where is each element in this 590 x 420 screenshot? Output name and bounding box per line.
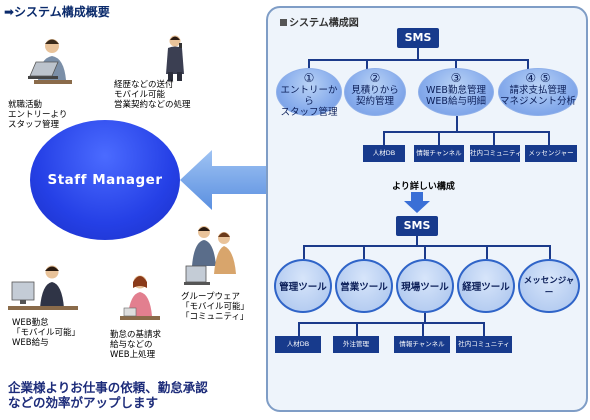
person-desk-illustration <box>8 265 78 310</box>
callout-groupware-line-1: グループウェア <box>181 292 240 302</box>
panel-title-text: システム構成図 <box>289 18 359 29</box>
callout-groupware-line-3: 「コミュニティ」 <box>181 312 249 322</box>
callout-web-attendance-line-1: WEB勤怠 <box>12 318 49 328</box>
connector-line <box>456 116 458 132</box>
module-info-channel-top: 情報チャンネル <box>414 145 464 162</box>
connector-line <box>417 48 419 60</box>
module-info-channel-bottom: 情報チャンネル <box>394 336 450 353</box>
bottom-message: 企業様よりお仕事の依頼、勤怠承認 などの効率がアップします <box>8 380 208 410</box>
function-4-5-line-2: マネジメント分析 <box>499 96 576 107</box>
connector-line <box>424 313 426 323</box>
function-node-3: ③ WEB勤怠管理 WEB給与明細 <box>418 68 494 116</box>
callout-entry-line-1: 就職活動 <box>8 100 43 110</box>
sms-top-box: SMS <box>397 28 439 48</box>
function-node-2: ② 見積りから 契約管理 <box>344 68 406 116</box>
staff-manager-label: Staff Manager <box>47 172 163 188</box>
group-meeting-illustration <box>184 226 236 285</box>
person-desk-woman-illustration <box>120 275 160 320</box>
connector-line <box>298 322 484 324</box>
square-bullet-icon <box>280 19 287 26</box>
function-1-line-1: エントリーから <box>280 85 338 107</box>
connector-line <box>483 322 485 336</box>
callout-web-attendance-line-2: 「モバイル可能」 <box>12 328 81 338</box>
function-node-1: ① エントリーから スタッフ管理 <box>276 68 342 118</box>
connector-line <box>363 245 365 259</box>
bottom-message-line-2: などの効率がアップします <box>8 395 159 410</box>
callout-entry: 就職活動 エントリーより スタッフ管理 <box>8 100 67 130</box>
module-outsourcing: 外注管理 <box>333 336 379 353</box>
connector-line <box>455 59 457 69</box>
callout-entry-line-3: スタッフ管理 <box>8 120 60 130</box>
tool-accounting: 経理ツール <box>457 259 515 313</box>
connector-line <box>493 131 495 145</box>
connector-line <box>383 131 549 133</box>
callout-web-attendance-line-3: WEB給与 <box>12 338 49 348</box>
function-2-line-2: 契約管理 <box>355 96 394 107</box>
person-laptop-illustration <box>28 39 72 84</box>
connector-line <box>486 245 488 259</box>
function-node-4-5: ④ ⑤ 請求支払管理 マネジメント分析 <box>498 68 578 116</box>
connector-line <box>298 322 300 336</box>
module-messenger-top: メッセンジャー <box>525 145 577 162</box>
connector-line <box>549 245 551 259</box>
connector-line <box>356 322 358 336</box>
tool-sales: 営業ツール <box>335 259 393 313</box>
connector-line <box>308 59 528 61</box>
panel-title: システム構成図 <box>280 14 359 29</box>
callout-billing-line-3: WEB上処理 <box>110 350 156 360</box>
tool-management: 管理ツール <box>274 259 332 313</box>
function-3-number: ③ <box>450 71 462 85</box>
connector-line <box>308 59 310 69</box>
module-community-bottom: 社内コミュニティ <box>456 336 512 353</box>
callout-billing-line-1: 勤怠の基請求 <box>110 330 162 340</box>
staff-manager-hub: Staff Manager <box>30 120 180 240</box>
connector-line <box>422 322 424 336</box>
connector-line <box>416 236 418 246</box>
sms-bottom-box: SMS <box>396 216 438 236</box>
function-3-line-2: WEB給与明細 <box>426 96 486 107</box>
callout-groupware-line-2: 「モバイル可能」 <box>181 302 250 312</box>
function-4-5-number: ④ ⑤ <box>525 71 551 85</box>
callout-groupware: グループウェア 「モバイル可能」 「コミュニティ」 <box>181 292 249 322</box>
connector-line <box>303 245 305 259</box>
connector-line <box>383 131 385 145</box>
connector-line <box>527 59 529 69</box>
connector-line <box>438 131 440 145</box>
tool-messenger: メッセンジャー <box>518 259 580 313</box>
down-arrow-icon <box>404 192 430 213</box>
function-2-number: ② <box>369 71 381 85</box>
tool-field: 現場ツール <box>396 259 454 313</box>
callout-entry-line-2: エントリーより <box>8 110 68 120</box>
connector-line <box>424 245 426 259</box>
module-hr-db-bottom: 人材DB <box>275 336 321 353</box>
page-title: ➡システム構成概要 <box>4 5 110 19</box>
function-1-line-2: スタッフ管理 <box>280 107 338 118</box>
connector-line <box>303 245 551 247</box>
detail-label: より詳しい構成 <box>392 182 455 192</box>
function-2-line-1: 見積りから <box>351 85 399 96</box>
callout-billing-line-2: 給与などの <box>110 340 153 350</box>
connector-line <box>548 131 550 145</box>
module-hr-db-top: 人材DB <box>363 145 405 162</box>
module-community-top: 社内コミュニティ <box>470 145 522 162</box>
callout-career-line-2: モバイル可能 <box>114 90 166 100</box>
callout-web-attendance: WEB勤怠 「モバイル可能」 WEB給与 <box>12 318 80 348</box>
callout-career-line-1: 経歴などの送付 <box>114 80 174 90</box>
callout-career-line-3: 営業契約などの処理 <box>114 100 191 110</box>
connector-line <box>366 59 368 69</box>
callout-billing: 勤怠の基請求 給与などの WEB上処理 <box>110 330 161 360</box>
callout-career: 経歴などの送付 モバイル可能 営業契約などの処理 <box>114 80 191 110</box>
double-arrow-icon <box>180 150 336 210</box>
person-phone-illustration <box>166 35 184 81</box>
bottom-message-line-1: 企業様よりお仕事の依頼、勤怠承認 <box>8 380 208 395</box>
function-3-line-1: WEB勤怠管理 <box>426 85 486 96</box>
function-4-5-line-1: 請求支払管理 <box>509 85 567 96</box>
function-1-number: ① <box>303 71 315 85</box>
